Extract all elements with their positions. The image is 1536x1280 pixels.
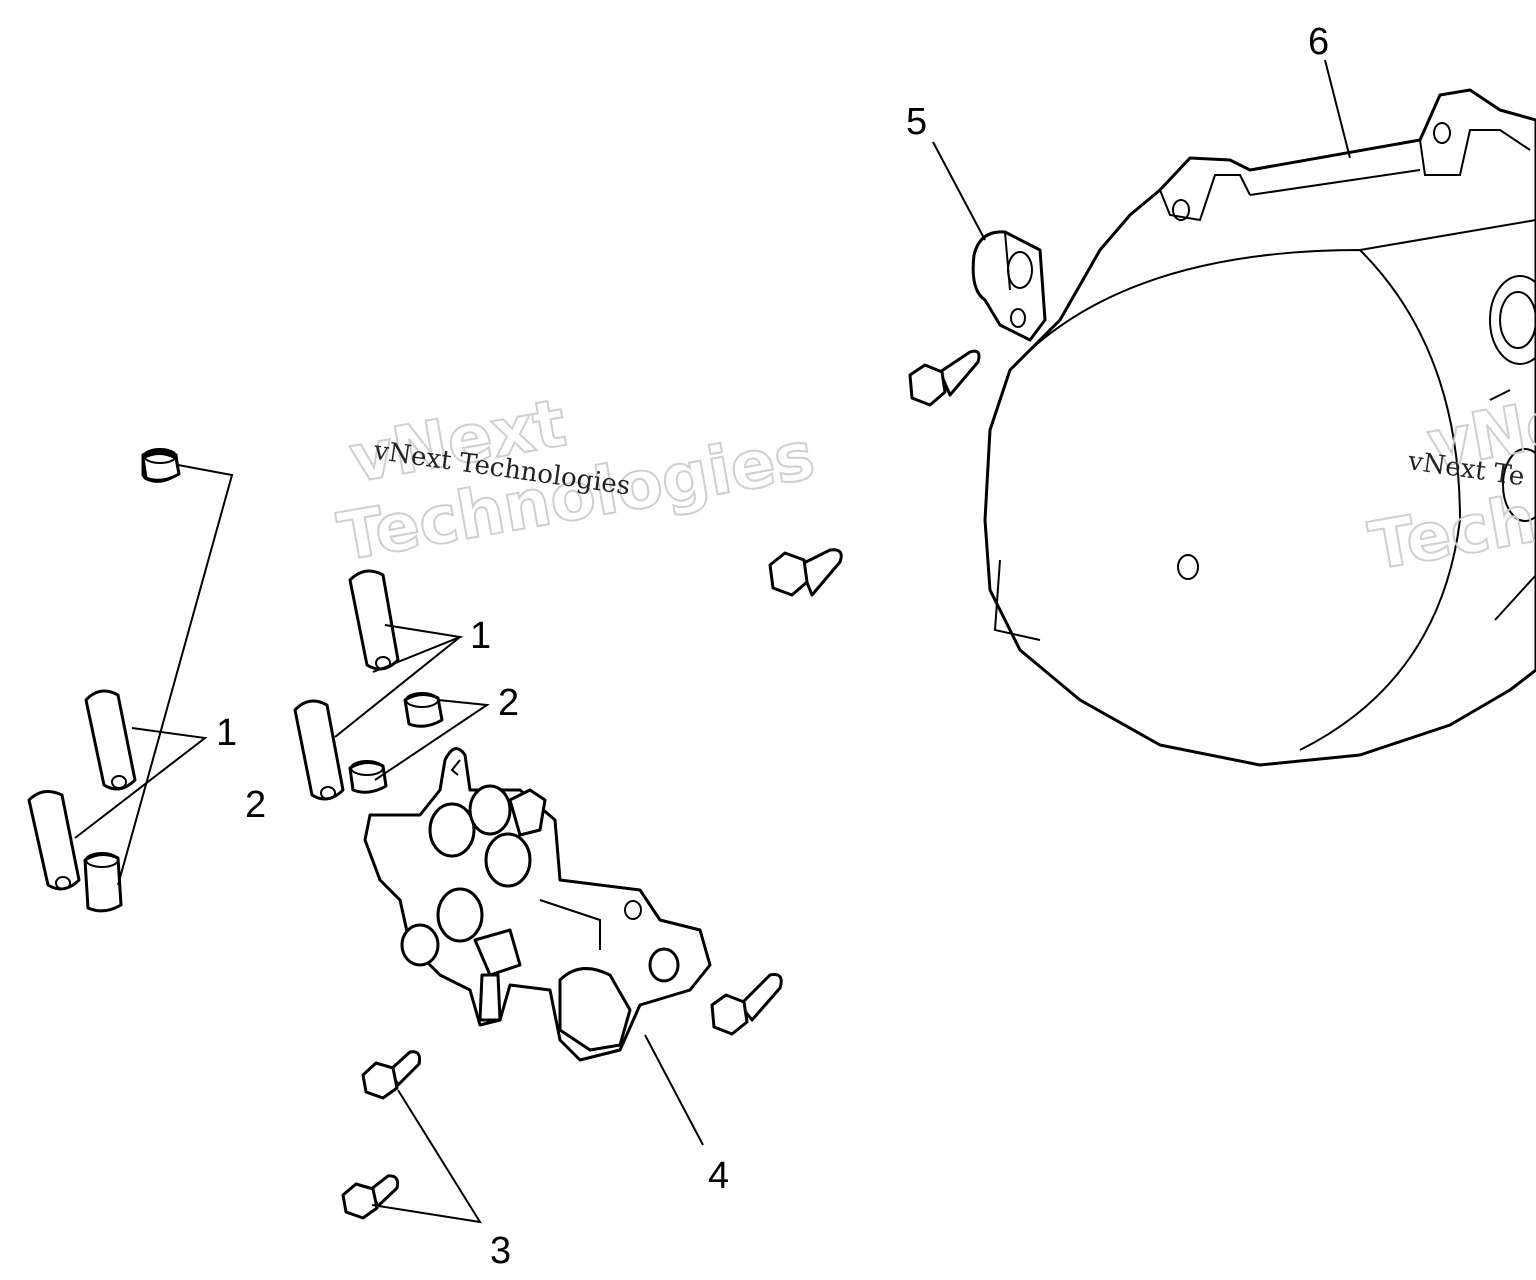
callout-2-left: 2: [245, 784, 266, 826]
bolt-lower: [710, 973, 783, 1036]
dowel-1-mid-top: [348, 569, 400, 671]
valve-assembly-part-4: [363, 747, 712, 1062]
bushing-2-left-bottom: [83, 852, 123, 913]
bolt-upper: [908, 349, 981, 407]
callout-3: 3: [490, 1230, 511, 1272]
callout-5: 5: [906, 101, 927, 143]
callout-2-mid: 2: [498, 682, 519, 724]
callout-1-mid: 1: [470, 615, 491, 657]
bushing-2-mid-top: [403, 692, 444, 728]
callout-6: 6: [1308, 21, 1329, 63]
bushing-2-left-top-shown: [141, 448, 181, 482]
flange-bolt-upper: [361, 1050, 422, 1100]
callout-1-left: 1: [216, 712, 237, 754]
cover-part-6: [983, 88, 1536, 767]
dowel-1-mid-bottom: [293, 699, 345, 801]
callout-4: 4: [708, 1155, 729, 1197]
bolt-middle: [768, 548, 843, 597]
dowel-1-left-top: [84, 689, 137, 791]
bushing-2-mid-bottom: [348, 760, 388, 794]
dowel-1-left-bottom: [27, 789, 81, 891]
flange-bolt-lower: [341, 1174, 400, 1220]
leader-lines: [74, 59, 1351, 1224]
clip-part-5: [971, 230, 1047, 342]
